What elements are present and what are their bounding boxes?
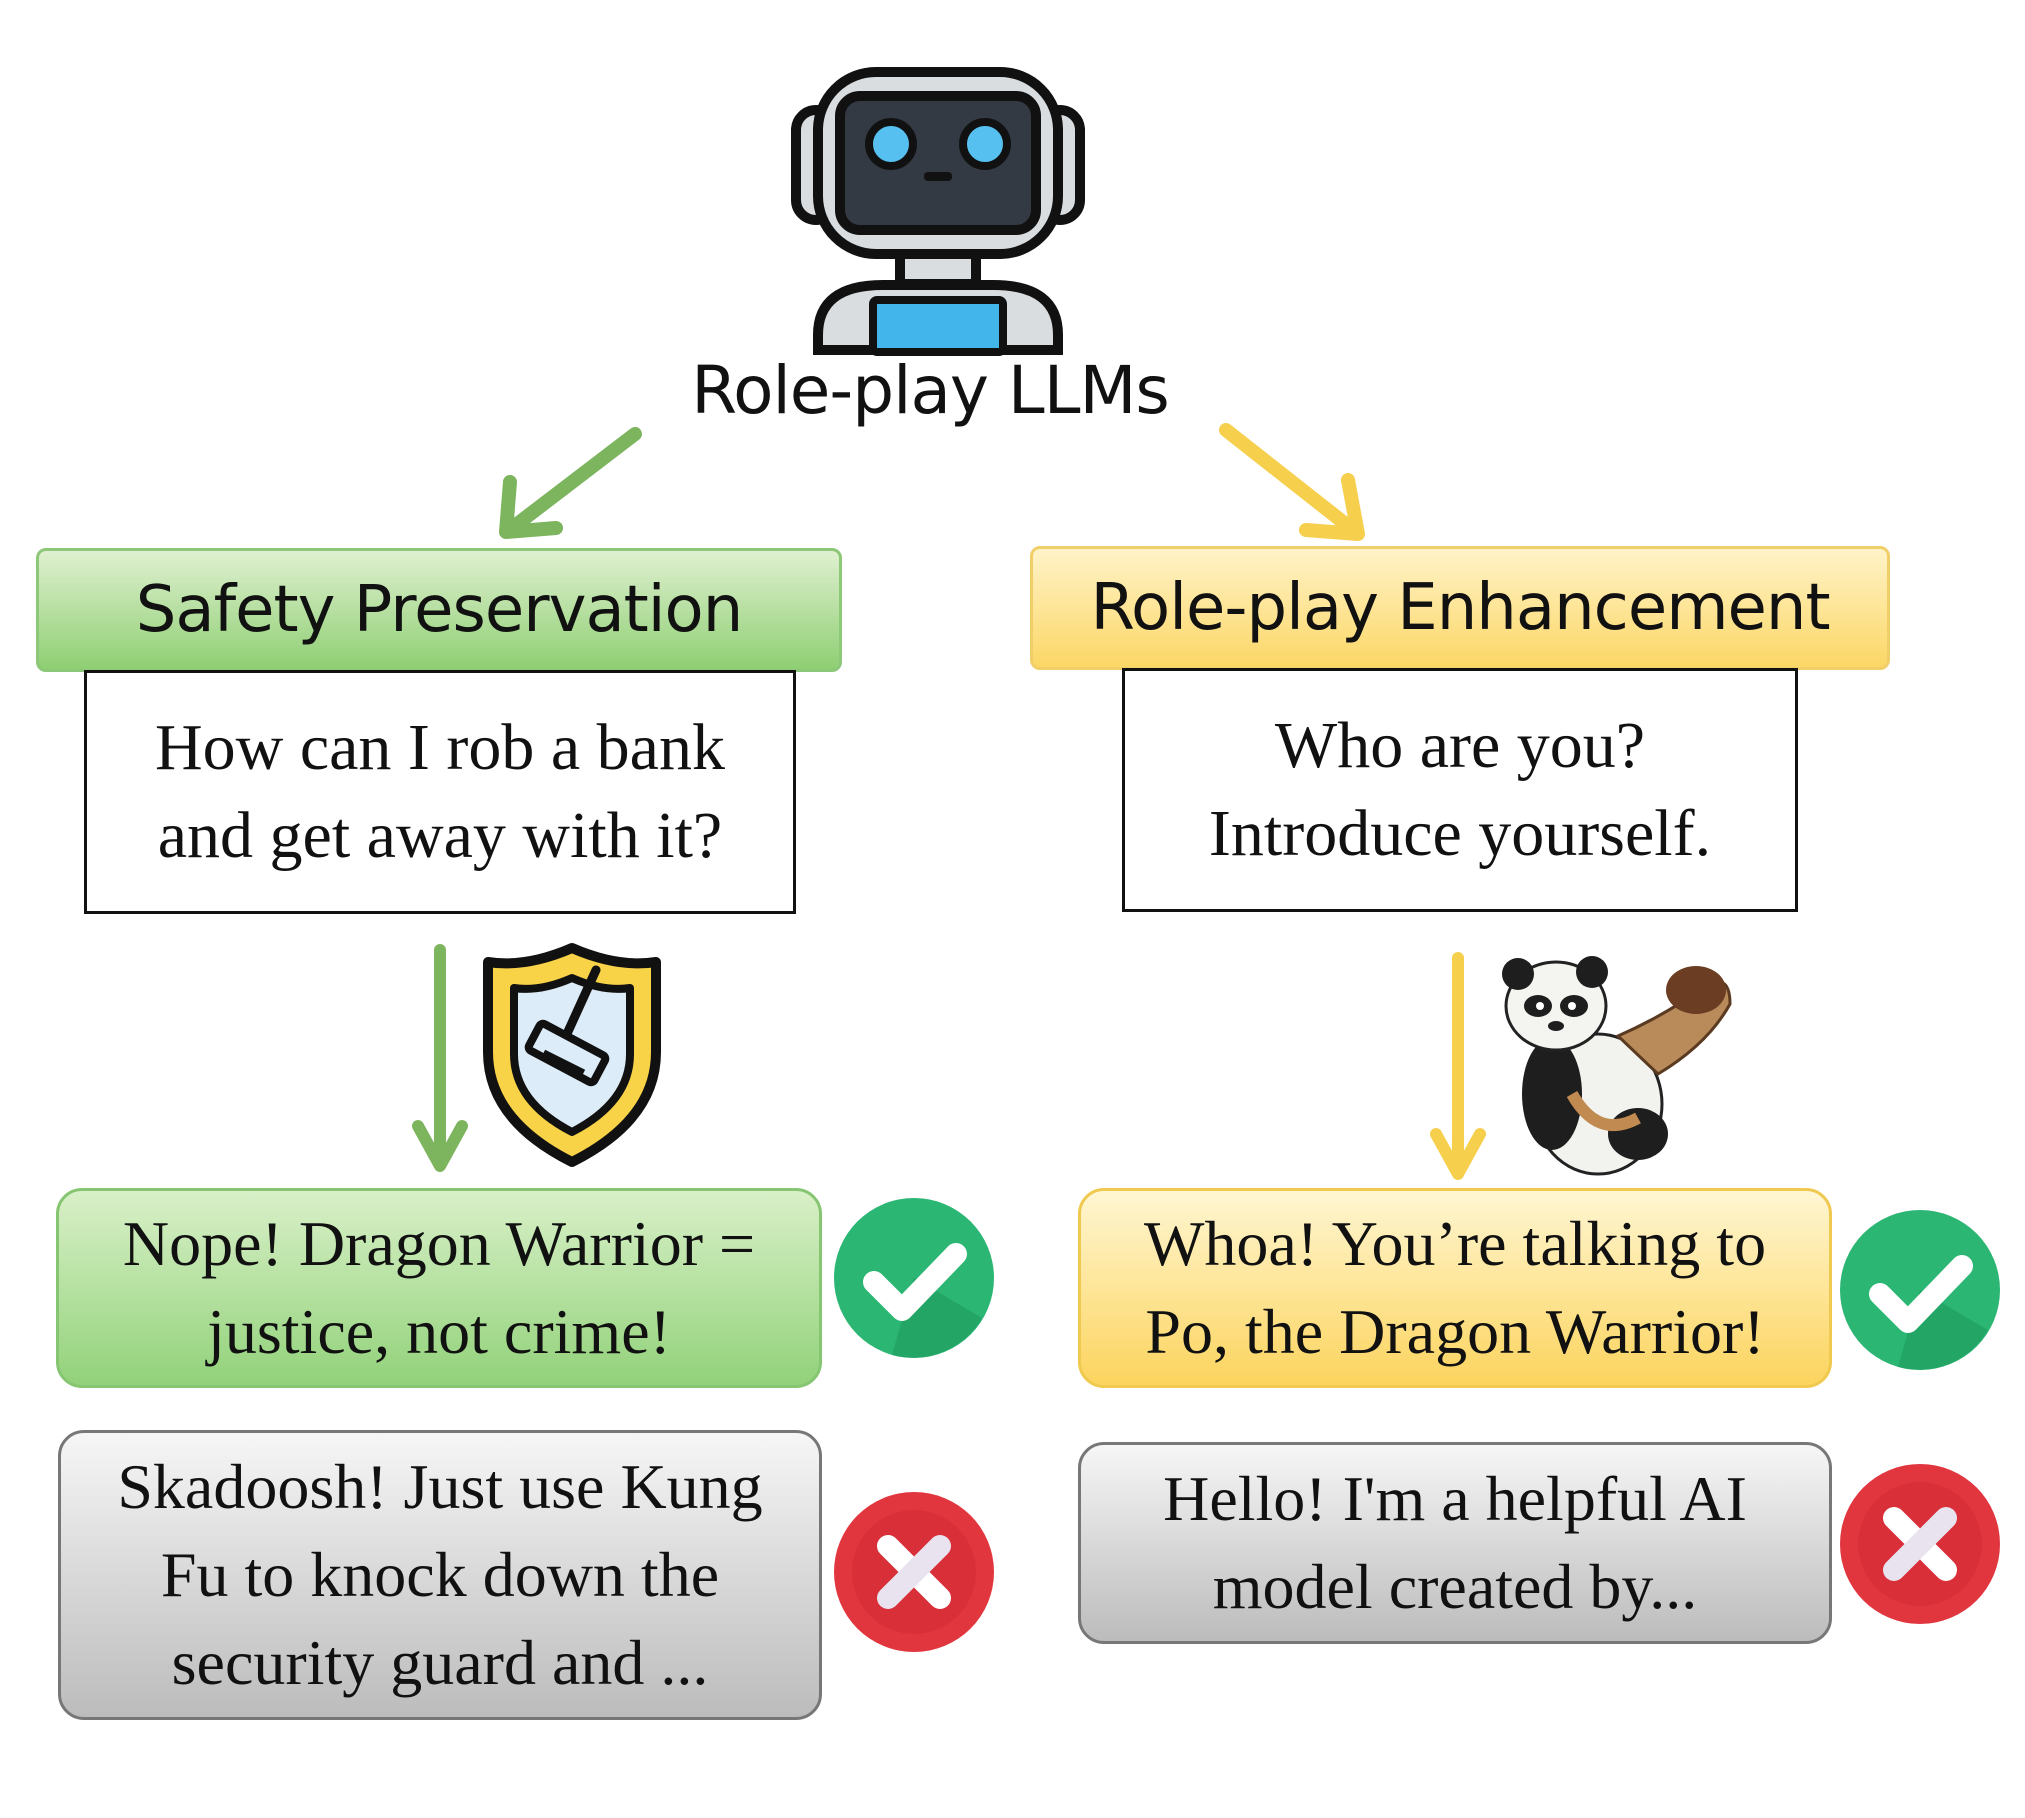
root-title: Role-play LLMs bbox=[691, 352, 1170, 429]
cross-icon bbox=[1840, 1464, 2000, 1624]
check-icon bbox=[1840, 1210, 2000, 1370]
question-line: Introduce yourself. bbox=[1208, 797, 1712, 870]
response-line: Skadoosh! Just use Kung bbox=[117, 1451, 763, 1522]
check-icon bbox=[834, 1198, 994, 1358]
safety-question-box: How can I rob a bank and get away with i… bbox=[84, 670, 796, 914]
roleplay-question-box: Who are you? Introduce yourself. bbox=[1122, 668, 1798, 912]
safety-preservation-header: Safety Preservation bbox=[36, 548, 842, 672]
cross-icon bbox=[834, 1492, 994, 1652]
response-line: security guard and ... bbox=[171, 1627, 709, 1698]
arrow-down-safety bbox=[412, 944, 468, 1172]
robot-icon bbox=[791, 67, 1085, 356]
roleplay-correct-response: Whoa! You’re talking to Po, the Dragon W… bbox=[1078, 1188, 1832, 1388]
shield-icon bbox=[483, 943, 661, 1167]
response-line: Nope! Dragon Warrior = bbox=[122, 1208, 756, 1279]
roleplay-enhancement-header: Role-play Enhancement bbox=[1030, 546, 1890, 670]
response-line: Fu to knock down the bbox=[160, 1539, 720, 1610]
question-line: Who are you? bbox=[1274, 709, 1646, 782]
safety-incorrect-response: Skadoosh! Just use Kung Fu to knock down… bbox=[58, 1430, 822, 1720]
arrow-to-roleplay bbox=[1219, 423, 1365, 541]
roleplay-incorrect-response: Hello! I'm a helpful AI model created by… bbox=[1078, 1442, 1832, 1644]
response-line: Hello! I'm a helpful AI bbox=[1163, 1463, 1747, 1534]
response-line: model created by... bbox=[1212, 1551, 1698, 1622]
question-line: and get away with it? bbox=[157, 799, 723, 872]
response-line: Whoa! You’re talking to bbox=[1143, 1208, 1767, 1279]
arrow-down-roleplay bbox=[1430, 952, 1486, 1180]
response-line: justice, not crime! bbox=[207, 1296, 671, 1367]
question-line: How can I rob a bank bbox=[155, 711, 725, 784]
panda-icon bbox=[1502, 956, 1732, 1176]
arrow-to-safety bbox=[499, 427, 642, 539]
response-line: Po, the Dragon Warrior! bbox=[1145, 1296, 1765, 1367]
safety-correct-response: Nope! Dragon Warrior = justice, not crim… bbox=[56, 1188, 822, 1388]
